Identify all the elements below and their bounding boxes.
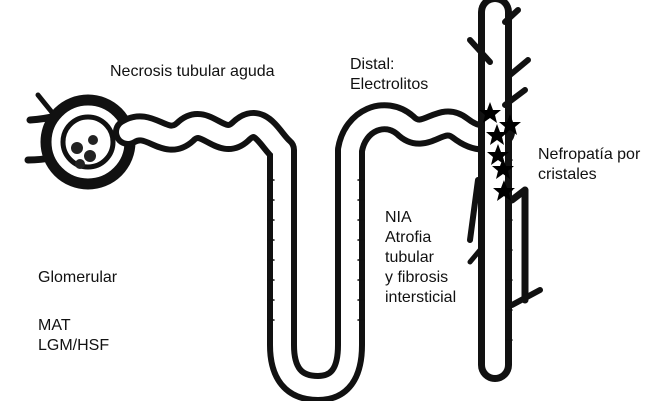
label-interstitial-line: NIA bbox=[385, 208, 456, 228]
label-interstitial-line: Atrofia bbox=[385, 228, 456, 248]
glomerulus bbox=[28, 95, 130, 184]
label-glomerular-disease: LGM/HSF bbox=[38, 336, 109, 356]
label-tubular-necrosis: Necrosis tubular aguda bbox=[110, 62, 275, 82]
label-distal-line: Electrolitos bbox=[350, 75, 428, 95]
label-interstitial-line: y fibrosis bbox=[385, 268, 456, 288]
label-distal-line: Distal: bbox=[350, 55, 428, 75]
label-crystal-line: cristales bbox=[538, 165, 640, 185]
label-glomerular-diseases: MAT LGM/HSF bbox=[38, 316, 109, 356]
label-glomerular: Glomerular bbox=[38, 268, 117, 288]
label-interstitial-line: intersticial bbox=[385, 288, 456, 308]
label-interstitial: NIA Atrofia tubular y fibrosis interstic… bbox=[385, 208, 456, 308]
label-interstitial-line: tubular bbox=[385, 248, 456, 268]
label-glomerular-disease: MAT bbox=[38, 316, 109, 336]
label-crystal-line: Nefropatía por bbox=[538, 145, 640, 165]
label-distal: Distal: Electrolitos bbox=[350, 55, 428, 95]
label-crystal-nephropathy: Nefropatía por cristales bbox=[538, 145, 640, 185]
